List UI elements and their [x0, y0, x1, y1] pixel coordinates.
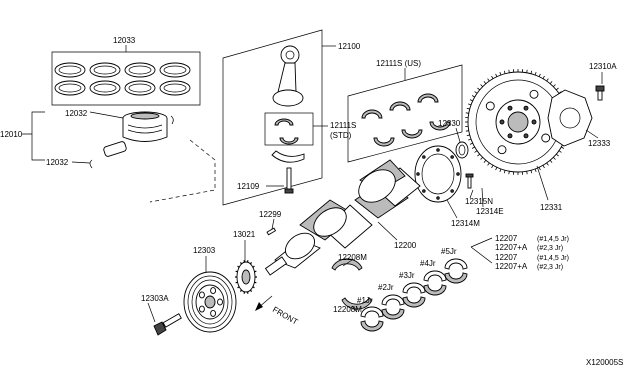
figure-id: X120005S	[586, 358, 623, 367]
journal-bearing-shell[interactable]	[402, 296, 426, 308]
front-arrow-icon	[255, 295, 273, 311]
label-pulley: 12303	[193, 246, 216, 255]
journal-bearing-shell[interactable]	[444, 258, 468, 270]
label-journal-2: #2Jr	[378, 283, 394, 292]
label-oil-seal: 12314M	[451, 219, 480, 228]
label-piston-assy: 12010	[0, 130, 23, 139]
crank-pulley[interactable]	[183, 271, 237, 333]
label-front: FRONT	[271, 305, 299, 327]
oil-seal-retainer[interactable]	[414, 145, 462, 203]
piston-pin-clip-lower[interactable]	[89, 159, 93, 169]
thrust-bearing-lower[interactable]	[341, 297, 373, 310]
connecting-rod[interactable]	[272, 45, 304, 107]
label-thrust-lower: 12208M	[333, 305, 362, 314]
label-bearing-1: 12207	[495, 234, 518, 243]
main-bearing-shell[interactable]	[401, 129, 423, 139]
label-plate: 12314E	[476, 207, 504, 216]
piston-ring-set[interactable]	[51, 51, 201, 106]
label-main-bearing-us: 12111S (US)	[376, 59, 421, 68]
label-crankshaft: 12200	[394, 241, 417, 250]
label-bearing-1-note: (#1,4,5 Jr)	[537, 236, 569, 243]
label-rod-bolt: 12109	[237, 182, 260, 191]
thrust-bearing-upper[interactable]	[331, 258, 363, 271]
rod-bearing[interactable]	[264, 112, 314, 146]
label-flywheel: 12331	[540, 203, 563, 212]
main-bearing-shell[interactable]	[373, 137, 395, 147]
label-bearing-3: 12207	[495, 253, 518, 262]
label-rings: 12033	[113, 36, 136, 45]
flywheel-plate[interactable]	[547, 89, 593, 147]
journal-bearing-shell[interactable]	[381, 308, 405, 320]
label-pulley-bolt: 12303A	[141, 294, 169, 303]
journal-bearing-shell[interactable]	[423, 270, 447, 282]
journal-bearing-shell[interactable]	[402, 282, 426, 294]
journal-bearing-shell[interactable]	[381, 294, 405, 306]
journal-bearing-shell[interactable]	[360, 320, 384, 332]
label-seal: 12330	[438, 119, 461, 128]
label-con-rod: 12100	[338, 42, 361, 51]
label-bearing-2-note: (#2,3 Jr)	[537, 245, 563, 252]
label-journal-5: #5Jr	[441, 247, 457, 256]
label-bearing-3-note: (#1,4,5 Jr)	[537, 255, 569, 262]
main-bearing-set[interactable]	[361, 93, 451, 147]
rod-bolt[interactable]	[284, 167, 294, 194]
label-piston: 12032	[65, 109, 88, 118]
main-bearing-shell[interactable]	[389, 101, 411, 111]
label-rod-bearing: 12111S	[330, 121, 356, 130]
label-flywheel-bolt: 12310A	[589, 62, 617, 71]
crank-sprocket[interactable]	[235, 260, 257, 294]
label-key: 12299	[259, 210, 282, 219]
label-bolt-315: 12315N	[465, 197, 493, 206]
pulley-bolt[interactable]	[153, 313, 182, 336]
label-pin-clip: 12032	[46, 158, 69, 167]
main-bearing-shell[interactable]	[361, 109, 383, 119]
crank-key[interactable]	[266, 227, 277, 236]
journal-bearing-shell[interactable]	[360, 306, 384, 318]
label-rod-bearing-std: (STD)	[330, 131, 352, 140]
label-bearing-2: 12207+A	[495, 243, 528, 252]
main-bearing-shell[interactable]	[417, 93, 439, 103]
label-sprocket: 13021	[233, 230, 256, 239]
piston-pin[interactable]	[103, 141, 127, 157]
main-bearing-shell[interactable]	[429, 121, 451, 131]
label-journal-1: #1Jr	[357, 296, 373, 305]
rod-cap[interactable]	[271, 150, 305, 163]
label-journal-4: #4Jr	[420, 259, 436, 268]
flywheel-bolt[interactable]	[595, 85, 605, 101]
seal[interactable]	[455, 141, 469, 159]
label-thrust-upper: 12208M	[338, 253, 367, 262]
journal-bearing-shell[interactable]	[444, 272, 468, 284]
flywheel[interactable]	[465, 69, 571, 175]
label-bearing-4: 12207+A	[495, 262, 528, 271]
journal-bearing-shell[interactable]	[423, 284, 447, 296]
label-flywheel-plate: 12333	[588, 139, 611, 148]
main-bearing-row[interactable]	[360, 258, 468, 332]
label-journal-3: #3Jr	[399, 271, 415, 280]
crankshaft[interactable]	[264, 159, 421, 276]
piston[interactable]	[122, 111, 168, 142]
piston-pin-clip-upper[interactable]	[170, 115, 174, 125]
label-bearing-4-note: (#2,3 Jr)	[537, 264, 563, 271]
bolt-12315n[interactable]	[465, 173, 474, 189]
